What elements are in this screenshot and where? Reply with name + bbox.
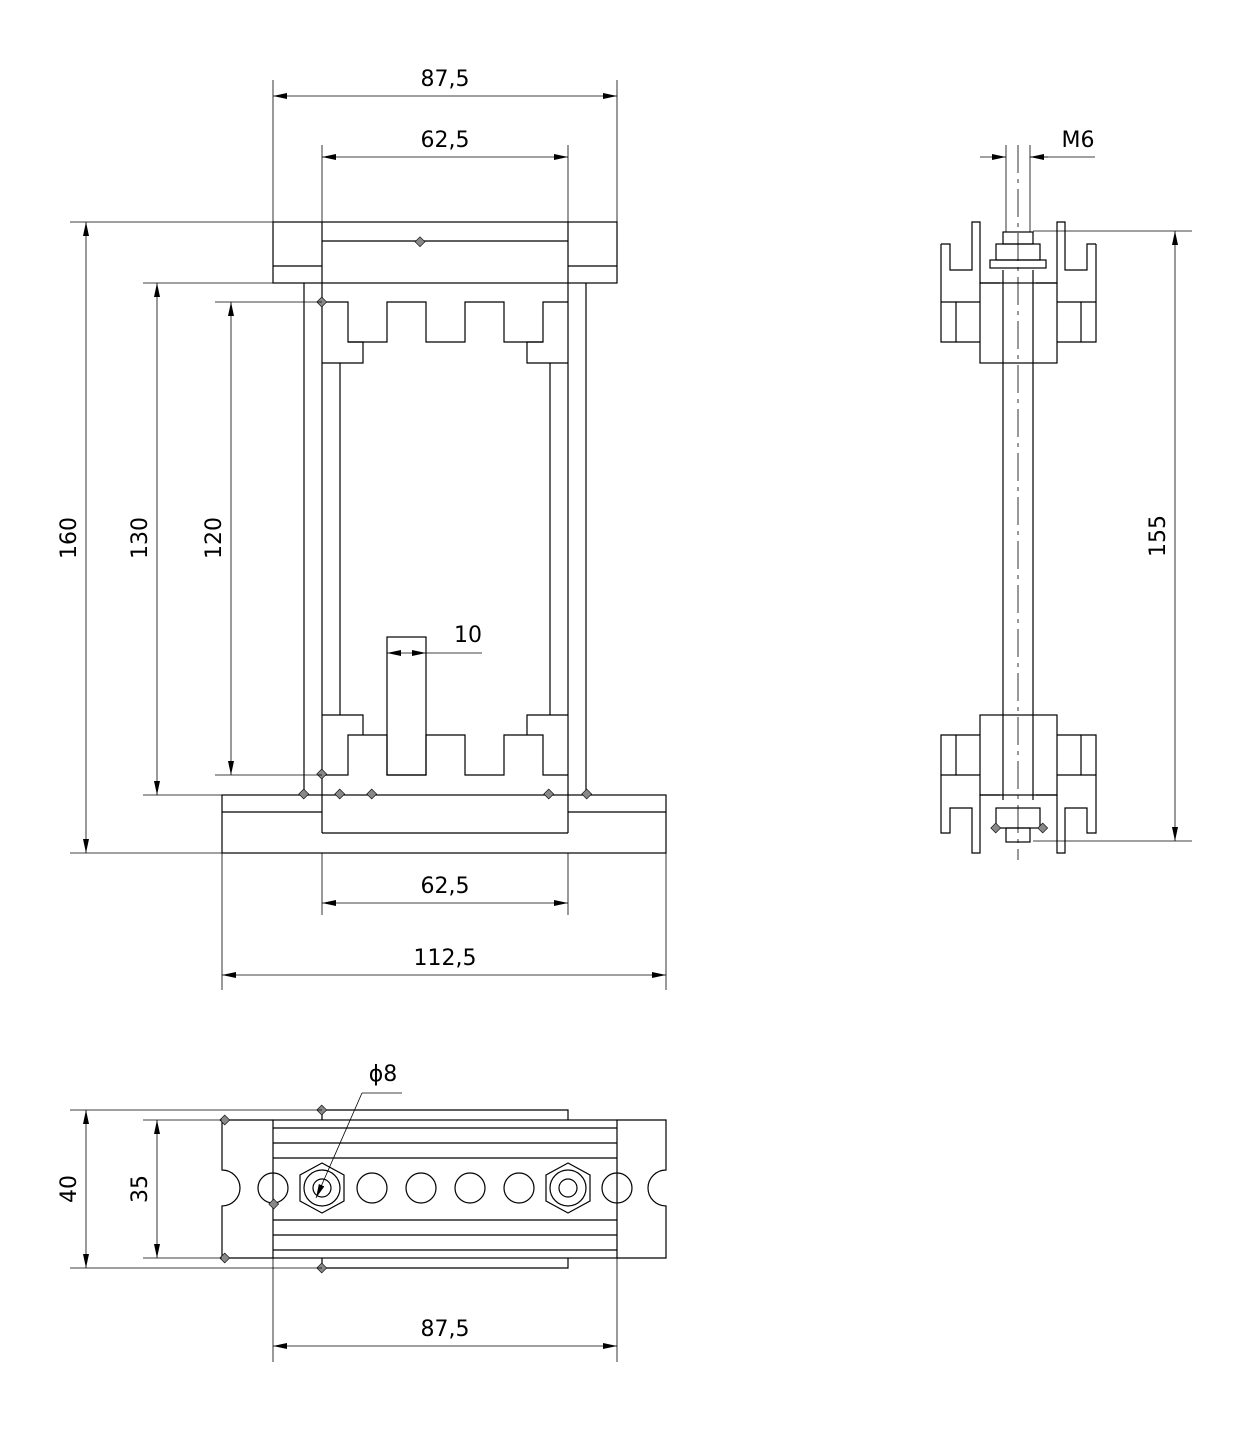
dim-height-body: 130 bbox=[128, 517, 153, 559]
dim-inner-depth: 35 bbox=[128, 1175, 153, 1203]
dim-thread: M6 bbox=[1062, 128, 1095, 153]
dim-inner-top-width: 62,5 bbox=[421, 128, 470, 153]
holes bbox=[257, 1162, 633, 1214]
dim-hole-diameter: ϕ8 bbox=[369, 1062, 398, 1087]
dim-outer-depth: 40 bbox=[57, 1175, 82, 1203]
front-view: 87,5 62,5 160 130 120 10 62,5 112,5 bbox=[57, 67, 667, 990]
dim-tooth-width: 10 bbox=[454, 623, 482, 648]
dim-inner-bottom-width: 62,5 bbox=[421, 874, 470, 899]
dim-base-width: 112,5 bbox=[414, 946, 477, 971]
dim-top-width: 87,5 bbox=[421, 67, 470, 92]
dim-side-height: 155 bbox=[1146, 515, 1171, 557]
side-view: M6 155 bbox=[940, 128, 1192, 860]
bottom-view: ϕ8 40 35 87,5 bbox=[57, 1062, 667, 1362]
dim-bottom-width: 87,5 bbox=[421, 1317, 470, 1342]
dim-height-inner: 120 bbox=[202, 517, 227, 559]
weld-markers bbox=[298, 236, 593, 800]
dim-height-total: 160 bbox=[57, 517, 82, 559]
